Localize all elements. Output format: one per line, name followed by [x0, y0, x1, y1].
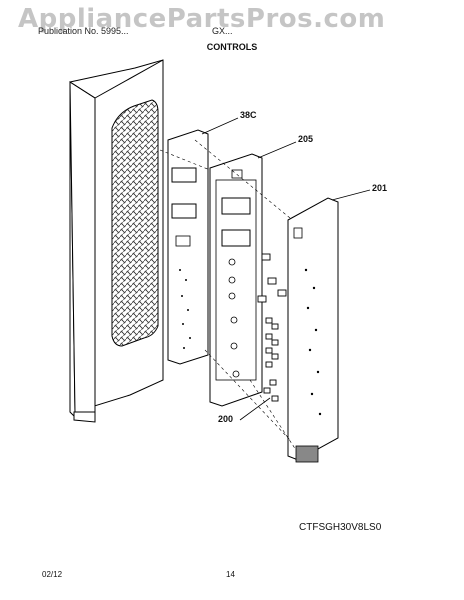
- model-header: GX...: [212, 26, 233, 36]
- callout-201: 201: [372, 183, 388, 193]
- callout-38c: 38C: [240, 110, 257, 120]
- control-board-38c: [167, 129, 209, 365]
- watermark: AppliancePartsPros.com: [18, 4, 386, 34]
- alignment-lines: [159, 139, 297, 451]
- leader-lines: [201, 117, 371, 421]
- page-number: 14: [226, 570, 235, 579]
- publication-header: Publication No. 5995...: [38, 26, 129, 36]
- section-title: CONTROLS: [206, 42, 258, 52]
- textured-insulation: [111, 99, 159, 347]
- footer-date: 02/12: [42, 570, 63, 579]
- control-housing-205: [209, 153, 263, 407]
- control-buttons-200: [257, 253, 287, 402]
- front-overlay-201: [287, 197, 339, 463]
- model-number: CTFSGH30V8LS0: [299, 522, 382, 533]
- callout-200: 200: [218, 414, 234, 424]
- callout-205: 205: [298, 134, 314, 144]
